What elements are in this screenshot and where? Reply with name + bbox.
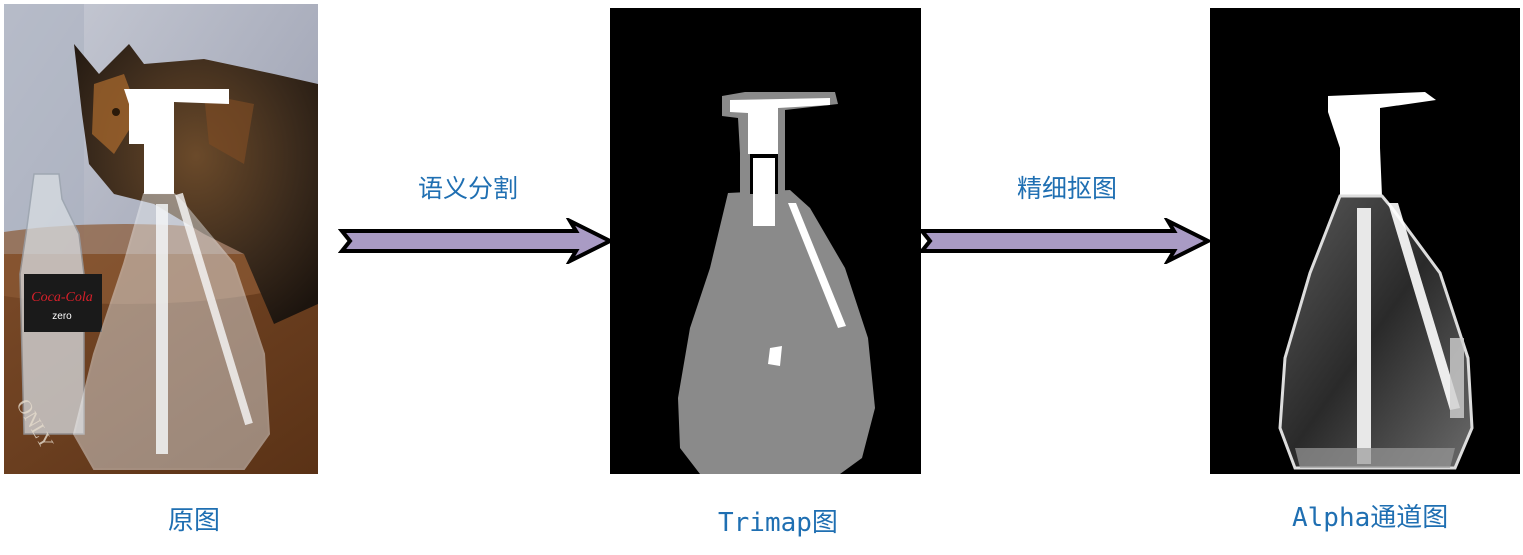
bottle-label-variant: zero — [52, 311, 72, 322]
step-label-refinement: 精细抠图 — [1017, 174, 1118, 203]
caption-alpha-matte: Alpha通道图 — [1292, 503, 1449, 533]
arrow-refinement — [917, 216, 1213, 266]
caption-trimap: Trimap图 — [718, 508, 838, 538]
trimap-panel — [610, 8, 921, 474]
trimap-image — [610, 8, 921, 474]
bottle-label-brand: Coca-Cola — [31, 290, 92, 305]
alpha-panel — [1210, 8, 1520, 474]
arrow-segmentation — [337, 216, 615, 266]
original-image-panel: Coca-Cola zero ONLY — [4, 4, 318, 474]
alpha-matte-image — [1210, 8, 1520, 474]
original-photo: Coca-Cola zero ONLY — [4, 4, 318, 474]
caption-original-image: 原图 — [168, 506, 221, 536]
step-label-segmentation: 语义分割 — [418, 174, 519, 203]
